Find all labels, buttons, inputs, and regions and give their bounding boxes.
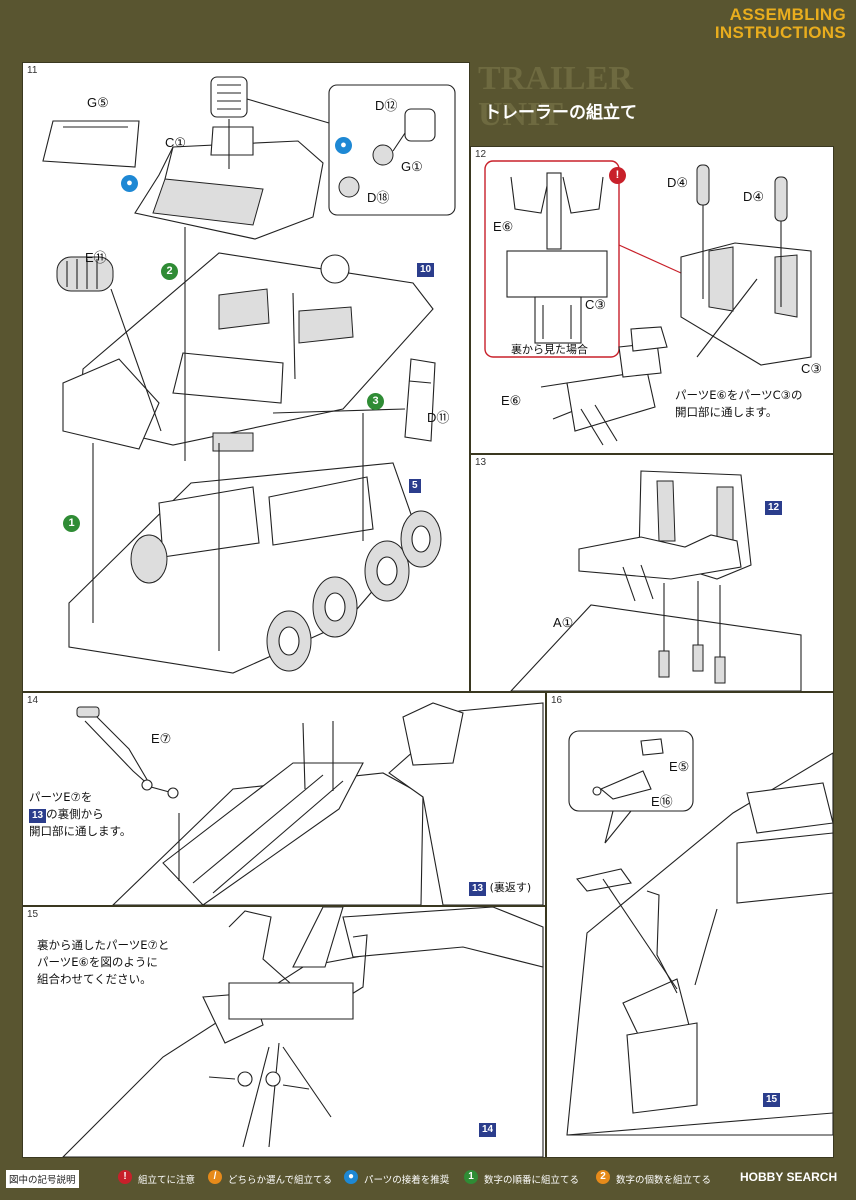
note-line: 開口部に通します。 xyxy=(29,824,132,838)
step-15-panel: 15 裏から通したパーツE⑦と パーツE⑥を図のように 組合わせてください。 1… xyxy=(22,906,546,1158)
step-12-drawing xyxy=(484,160,812,446)
step-number: 14 xyxy=(27,695,39,706)
count-icon: 2 xyxy=(596,1170,610,1184)
caution-icon: ! xyxy=(609,167,626,184)
step-15-note: 裏から通したパーツE⑦と パーツE⑥を図のように 組合わせてください。 xyxy=(37,937,169,988)
step-15-drawing xyxy=(62,907,544,1157)
part-label-e6: E⑥ xyxy=(501,393,522,408)
part-label-c3: C③ xyxy=(801,361,823,376)
order-icon: 1 xyxy=(464,1170,478,1184)
step-12-note: パーツE⑥をパーツC③の 開口部に通します。 xyxy=(675,387,802,421)
note-line: 開口部に通します。 xyxy=(675,405,778,419)
part-label-d4-left: D④ xyxy=(667,175,689,190)
header-line-2: INSTRUCTIONS xyxy=(714,23,846,42)
trailer-bg-text-2: UNIT xyxy=(478,96,564,133)
note-line: パーツE⑥をパーツC③の xyxy=(675,388,803,402)
step-number: 16 xyxy=(551,695,563,706)
note-line: 組合わせてください。 xyxy=(37,972,152,986)
trailer-title: トレーラーの組立て xyxy=(484,103,637,123)
ref-step-5: 5 xyxy=(409,479,421,493)
header-line-1: ASSEMBLING xyxy=(729,5,846,24)
caution-icon: ! xyxy=(118,1170,132,1184)
step-16-panel: 16 E⑤ E⑯ 15 xyxy=(546,692,834,1158)
legend-item-caution: 組立てに注意 xyxy=(138,1175,196,1186)
flip-text: (裏返す) xyxy=(489,881,532,894)
step-12-panel: 12 ! E⑥ C③ 裏から見た場合 E⑥ D④ D④ C③ パーツE⑥をパーツ… xyxy=(470,146,834,454)
part-label-e11: E⑪ xyxy=(85,250,107,265)
step-number: 13 xyxy=(475,457,487,468)
step-11-drawing xyxy=(42,76,456,674)
step-number: 11 xyxy=(27,65,38,76)
ref-step-13: 13 xyxy=(29,809,47,823)
legend-item-choose: どちらか選んで組立てる xyxy=(228,1175,333,1186)
flip-note: 13 (裏返す) xyxy=(469,879,531,896)
glue-icon: ● xyxy=(335,137,352,154)
step-16-drawing xyxy=(566,730,833,1136)
part-label-g1: G① xyxy=(401,159,423,174)
part-label-c1: C① xyxy=(165,135,187,150)
step-11-panel: 11 xyxy=(22,62,470,692)
choose-icon: / xyxy=(208,1170,222,1184)
trailer-bg-text-1: TRAILER xyxy=(478,62,633,97)
ref-step-15: 15 xyxy=(763,1093,781,1107)
step-13-panel: 13 12 A① xyxy=(470,454,834,692)
note-line-2: の裏側から xyxy=(46,807,104,821)
step-number: 15 xyxy=(27,909,39,920)
part-label-d4-right: D④ xyxy=(743,189,765,204)
watermark: HOBBY SEARCH xyxy=(740,1170,838,1184)
part-label-c3-inset: C③ xyxy=(585,297,607,312)
part-label-d12: D⑫ xyxy=(375,98,398,113)
ref-step-12: 12 xyxy=(765,501,783,515)
glue-icon: ● xyxy=(344,1170,358,1184)
note-line: 裏から通したパーツE⑦と xyxy=(37,938,170,952)
legend-item-count: 数字の個数を組立てる xyxy=(616,1175,712,1186)
trailer-unit-title-area: TRAILER UNIT トレーラーの組立て xyxy=(470,62,832,146)
part-label-d11: D⑪ xyxy=(427,410,450,425)
order-badge-2: 2 xyxy=(161,263,178,280)
ref-step-14: 14 xyxy=(479,1123,497,1137)
legend-bar: 図中の記号説明 ! 組立てに注意 / どちらか選んで組立てる ● パーツの接着を… xyxy=(0,1162,856,1200)
part-label-a1: A① xyxy=(553,615,574,630)
step-number: 12 xyxy=(475,149,487,160)
order-badge-3: 3 xyxy=(367,393,384,410)
part-label-e7: E⑦ xyxy=(151,731,172,746)
legend-item-order: 数字の順番に組立てる xyxy=(484,1175,580,1186)
part-label-d18: D⑱ xyxy=(367,190,390,205)
legend-item-glue: パーツの接着を推奨 xyxy=(364,1175,450,1186)
header-title: ASSEMBLING INSTRUCTIONS xyxy=(715,6,846,42)
part-label-g5: G⑤ xyxy=(87,95,109,110)
part-label-e6-inset: E⑥ xyxy=(493,219,514,234)
glue-icon: ● xyxy=(121,175,138,192)
order-badge-1: 1 xyxy=(63,515,80,532)
inset-caption: 裏から見た場合 xyxy=(511,343,588,356)
ref-step-13-flip: 13 xyxy=(469,882,487,896)
step-13-drawing xyxy=(510,470,802,691)
legend-title: 図中の記号説明 xyxy=(6,1170,79,1188)
part-label-e5: E⑤ xyxy=(669,759,690,774)
note-line: パーツE⑥を図のように xyxy=(37,955,158,969)
note-line: パーツE⑦を xyxy=(29,790,93,804)
part-label-e16: E⑯ xyxy=(651,794,673,809)
ref-step-10: 10 xyxy=(417,263,435,277)
step-14-drawing xyxy=(76,702,544,905)
